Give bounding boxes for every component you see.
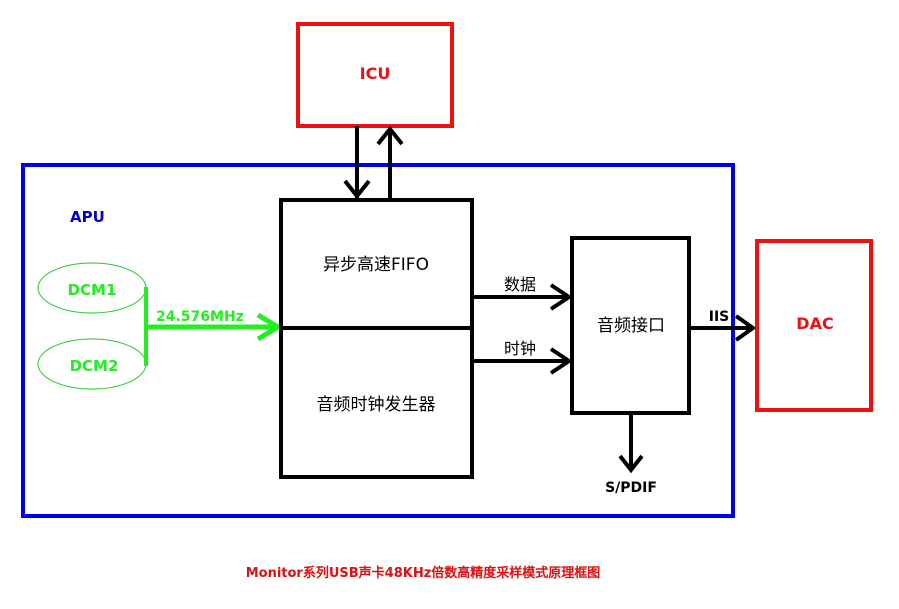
spdif-link: S/PDIF [605,413,657,496]
arrow-up-icon [376,125,404,146]
iis-link: IIS [689,309,757,342]
fifo-clockgen-block: 异步高速FIFO 音频时钟发生器 [279,198,474,479]
arrow-right-icon [549,347,573,375]
dcm2-label: DCM2 [70,357,119,375]
arrow-down-icon [618,454,644,474]
clock-gen-label: 音频时钟发生器 [317,395,436,415]
icu-block: ICU [296,22,454,128]
dac-label: DAC [796,314,833,333]
apu-box [21,163,735,518]
icu-box [296,22,454,128]
clock-freq-label: 24.576MHz [156,309,244,325]
fifo-label: 异步高速FIFO [323,255,429,275]
arrow-down-icon [343,179,371,200]
arrow-right-icon [256,312,283,342]
audio-interface-block: 音频接口 [570,236,691,415]
dcm1-label: DCM1 [68,281,117,299]
clock-label: 时钟 [504,339,536,358]
fifo-clockgen-box [279,198,474,479]
arrow-right-icon [734,314,757,342]
dcm-group: DCM1 DCM2 24.576MHz [37,262,283,390]
spdif-label: S/PDIF [605,480,657,496]
dac-box [755,239,873,412]
apu-boundary: APU [21,163,735,518]
fifo-to-interface-links: 数据 时钟 [472,275,573,375]
iis-label: IIS [709,309,730,325]
icu-label: ICU [360,64,391,83]
apu-label: APU [70,208,105,226]
data-label: 数据 [504,275,536,294]
arrow-right-icon [549,283,573,311]
audio-interface-label: 音频接口 [597,316,665,336]
dac-block: DAC [755,239,873,412]
diagram-caption: Monitor系列USB声卡48KHz倍数高精度采样模式原理框图 [246,565,601,581]
icu-fifo-link [343,125,404,200]
